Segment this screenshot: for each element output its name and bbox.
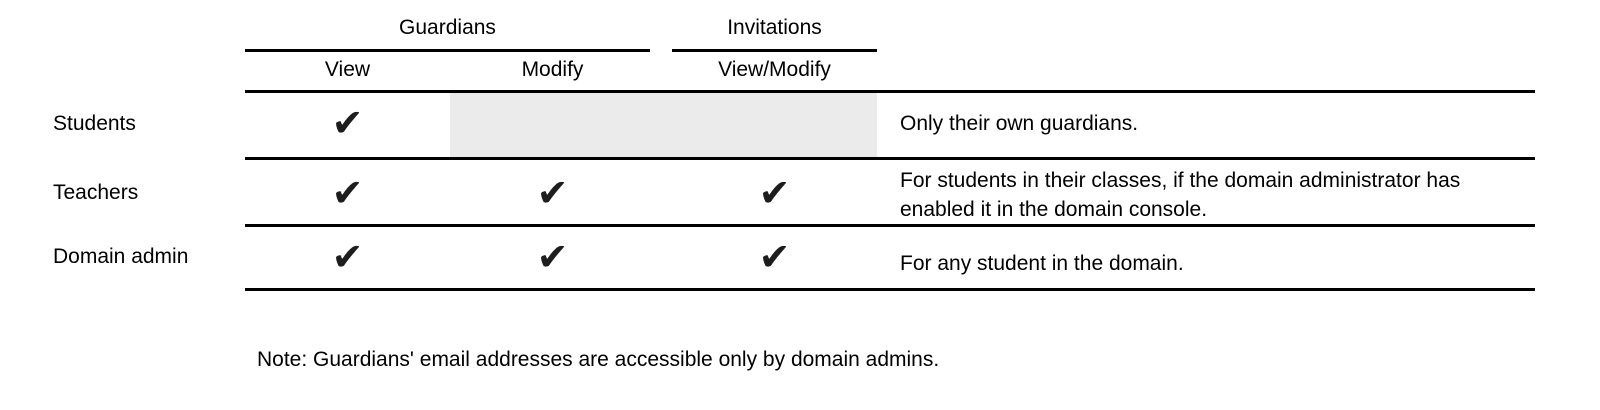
check-domain-admin-view-modify: ✔: [758, 235, 791, 279]
domain-admin-row-rule: [245, 288, 1535, 291]
row-label-domain-admin: Domain admin: [53, 245, 189, 268]
column-header-modify: Modify: [521, 58, 584, 81]
check-teachers-view: ✔: [331, 171, 364, 215]
column-group-invitations: Invitations: [727, 16, 822, 39]
check-domain-admin-view: ✔: [331, 235, 364, 279]
column-group-guardians: Guardians: [399, 16, 496, 39]
guardians-group-underline: [245, 49, 650, 52]
check-domain-admin-modify: ✔: [536, 235, 569, 279]
row-label-students: Students: [53, 112, 136, 135]
footnote: Note: Guardians' email addresses are acc…: [257, 348, 940, 371]
invitations-group-underline: [672, 49, 877, 52]
note-teachers: For students in their classes, if the do…: [900, 169, 1461, 221]
students-disabled-cells: [450, 93, 877, 157]
note-domain-admin: For any student in the domain.: [900, 252, 1184, 275]
column-header-view-modify: View/Modify: [718, 58, 831, 81]
check-teachers-view-modify: ✔: [758, 171, 791, 215]
note-students: Only their own guardians.: [900, 112, 1139, 135]
column-header-view: View: [324, 58, 371, 81]
check-students-view: ✔: [331, 101, 364, 145]
header-rule: [245, 90, 1535, 93]
check-teachers-modify: ✔: [536, 171, 569, 215]
students-row-rule: [245, 157, 1535, 160]
row-label-teachers: Teachers: [53, 181, 139, 204]
teachers-row-rule: [245, 224, 1535, 227]
